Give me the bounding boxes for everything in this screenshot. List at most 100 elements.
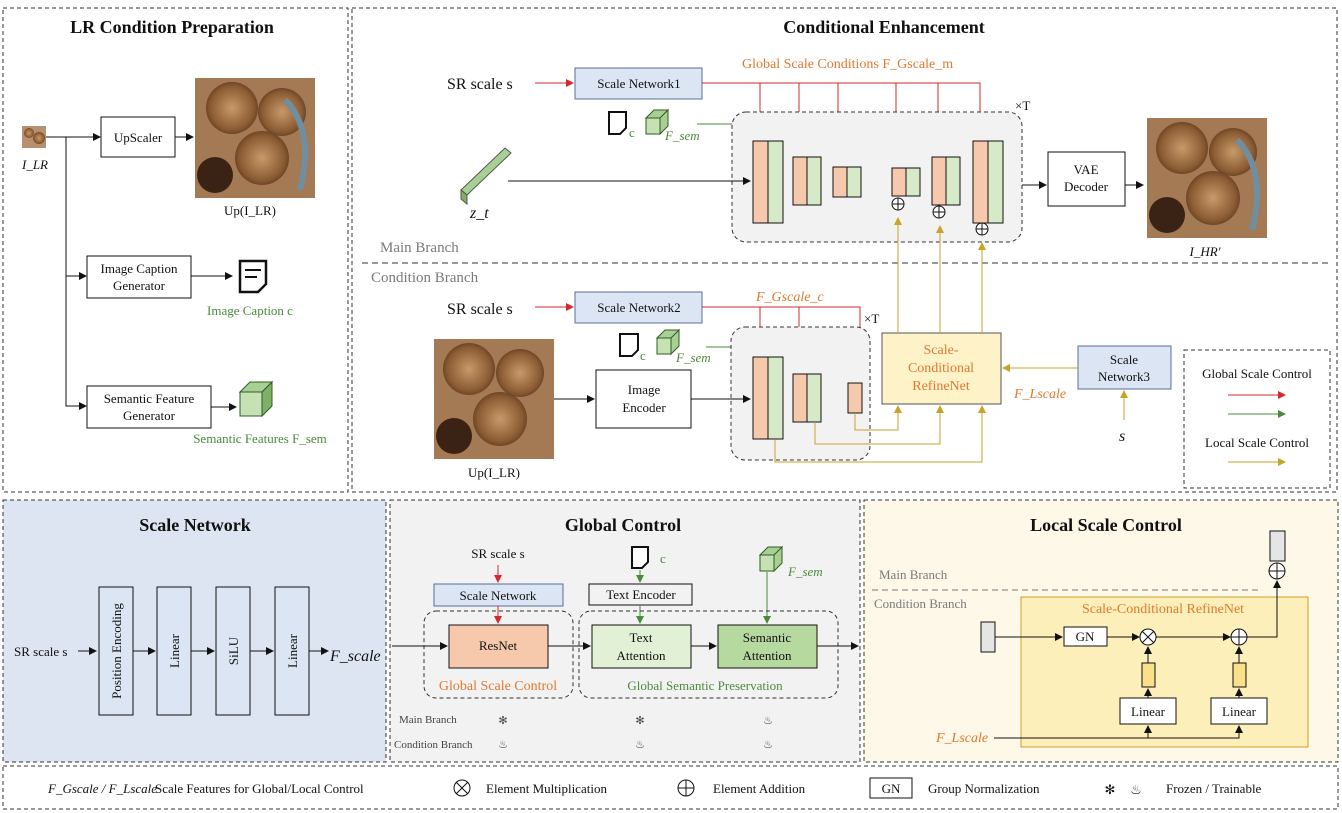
gc-caption-icon — [631, 546, 649, 569]
main-branch-label: Main Branch — [380, 240, 459, 256]
gc-sr-scale: SR scale s — [471, 546, 524, 561]
conditional-enhancement-panel: Conditional Enhancement SR scale s Scale… — [351, 7, 1338, 493]
linear1-box — [156, 586, 192, 716]
unet-cond-blocks — [752, 356, 863, 440]
sem-gen-line2: Generator — [123, 408, 176, 423]
sn-input-label: SR scale s — [14, 644, 67, 659]
scale-vector-2 — [1232, 662, 1247, 688]
main-branch-feature — [1269, 530, 1286, 562]
up-ilr-cond-image — [434, 339, 554, 459]
caption-doc-icon-main — [608, 111, 627, 135]
upscaler-label: UpScaler — [114, 130, 163, 145]
lc-flscale-label: F_Lscale — [935, 731, 988, 746]
lr-condition-panel: LR Condition Preparation I_LR UpScaler U… — [2, 7, 349, 493]
i-hr-label: I_HR' — [1189, 244, 1221, 259]
sn-panel-title: Scale Network — [139, 515, 250, 535]
fsem-cube-cond — [655, 328, 681, 356]
caption-label: Image Caption c — [207, 303, 293, 318]
scale-network2-label: Scale Network2 — [597, 300, 680, 315]
global-control-panel: Global Control SR scale s Scale Network … — [389, 499, 861, 763]
fgscale-c-label: F_Gscale_c — [755, 290, 824, 305]
fsem-cube-main — [644, 108, 670, 136]
linear2-label: Linear — [285, 633, 300, 668]
upscaler-box — [100, 116, 176, 158]
refinenet-box — [881, 332, 1002, 405]
cond-feature — [980, 621, 996, 653]
caption-doc-icon-cond — [619, 333, 639, 357]
resnet-label: ResNet — [479, 638, 518, 653]
lc-main-branch: Main Branch — [879, 567, 948, 582]
vae-line2: Decoder — [1064, 179, 1109, 194]
gc-fsem-label: F_sem — [787, 564, 823, 579]
scale-vector-1 — [1141, 662, 1156, 688]
fsem-main: F_sem — [664, 128, 700, 143]
sr-scale-cond: SR scale s — [447, 301, 513, 318]
global-scale-control-group — [423, 610, 574, 699]
footer-legend: F_Gscale / F_Lscale Scale Features for G… — [2, 765, 1339, 810]
fscale-output: F_scale — [329, 648, 381, 665]
lc-linear1-label: Linear — [1131, 704, 1166, 719]
loop-main: ×T — [1015, 98, 1030, 113]
gsc-group-label: Global Scale Control — [439, 679, 557, 694]
caption-generator-box — [86, 255, 192, 299]
gc-fsem-cube — [758, 545, 784, 573]
img-enc-line1: Image — [628, 382, 661, 397]
vae-decoder-box — [1047, 151, 1126, 207]
scale-network1-label: Scale Network1 — [597, 76, 680, 91]
flame-icon: ♨ — [763, 715, 773, 727]
footer-gn: GN — [882, 781, 901, 796]
zt-label: z_t — [469, 205, 489, 222]
gc-panel-title: Global Control — [565, 515, 681, 535]
footer-mult: Element Multiplication — [486, 781, 607, 796]
ce-panel-title: Conditional Enhancement — [783, 17, 985, 37]
loop-cond: ×T — [864, 311, 879, 326]
lc-refinenet-title: Scale-Conditional RefineNet — [1082, 602, 1244, 617]
scale-network-panel: Scale Network SR scale s Position Encodi… — [2, 499, 387, 763]
semantic-generator-box — [86, 385, 212, 429]
flame-icon: ♨ — [635, 739, 645, 751]
text-att-line1: Text — [630, 630, 653, 645]
image-encoder-box — [595, 369, 692, 429]
footer-f-label: F_Gscale / F_Lscale — [47, 781, 157, 796]
local-scale-control-panel: Local Scale Control Main Branch Conditio… — [863, 499, 1339, 763]
linear1-label: Linear — [167, 633, 182, 668]
linear2-box — [274, 586, 310, 716]
condition-branch-label: Condition Branch — [371, 270, 479, 286]
fsem-cond: F_sem — [675, 350, 711, 365]
up-ilr-cond-label: Up(I_LR) — [468, 465, 520, 480]
gn-label: GN — [1076, 629, 1095, 644]
flame-icon: ♨ — [1130, 782, 1142, 797]
hr-output-image — [1147, 118, 1267, 238]
global-scale-conditions-label: Global Scale Conditions F_Gscale_m — [742, 57, 953, 72]
c-cond: c — [640, 348, 646, 363]
lc-linear1-box — [1119, 697, 1177, 725]
caption-gen-line2: Generator — [113, 278, 166, 293]
scale-net3-line1: Scale — [1110, 352, 1138, 367]
img-enc-line2: Encoder — [622, 400, 666, 415]
gc-c-label: c — [660, 551, 666, 566]
upscaled-walnut-image — [195, 78, 315, 198]
footer-gn-box — [869, 777, 913, 799]
lc-cond-branch: Condition Branch — [874, 596, 967, 611]
gc-scale-network-label: Scale Network — [460, 588, 537, 603]
flscale-label: F_Lscale — [1013, 387, 1066, 402]
footer-frozen: Frozen / Trainable — [1166, 781, 1262, 796]
sem-att-line1: Semantic — [743, 630, 792, 645]
i-lr-label: I_LR — [21, 157, 48, 172]
s-label: s — [1119, 428, 1125, 445]
unet-main-container — [731, 111, 1023, 243]
up-ilr-label: Up(I_LR) — [224, 203, 276, 218]
refinenet-line2: Conditional — [908, 361, 974, 376]
pos-enc-label: Position Encoding — [109, 603, 124, 699]
vae-line1: VAE — [1073, 162, 1098, 177]
scale-net3-line2: Network3 — [1098, 369, 1150, 384]
unet-main-blocks — [752, 140, 1004, 236]
gc-cond-branch: Condition Branch — [394, 739, 473, 751]
lc-linear2-box — [1210, 697, 1268, 725]
snowflake-icon: ✻ — [635, 715, 644, 727]
silu-label: SiLU — [226, 636, 241, 665]
snowflake-icon: ✻ — [498, 715, 507, 727]
scale-network3-box — [1077, 345, 1172, 390]
legend-global-label: Global Scale Control — [1202, 366, 1312, 381]
